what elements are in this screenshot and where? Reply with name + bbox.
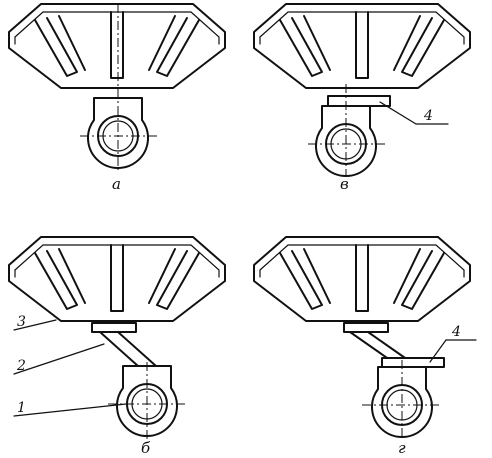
callout-1: 1 [17, 400, 26, 416]
panel-b: 3 2 1 б [8, 236, 226, 457]
panel-g: 4 г [253, 236, 477, 457]
fan-body [8, 3, 226, 89]
strut [99, 331, 157, 367]
mount-plate [343, 322, 389, 333]
caption-g: г [398, 439, 406, 457]
caption-v: в [340, 175, 349, 193]
mount-plate [91, 322, 137, 333]
caption-b: б [141, 439, 151, 457]
callout-4: 4 [451, 324, 461, 340]
callout-4: 4 [423, 108, 433, 124]
spacer-plate [381, 357, 445, 368]
callout-2: 2 [16, 358, 26, 374]
spacer-plate [327, 95, 391, 107]
strut [349, 331, 409, 361]
panel-a: а [8, 3, 226, 193]
fan-body [253, 3, 471, 89]
fan-body [8, 236, 226, 322]
leader-1 [13, 403, 127, 417]
leader-2 [13, 343, 105, 375]
leader-4 [429, 339, 447, 363]
leader-4 [379, 101, 417, 125]
panel-v: 4 в [253, 3, 471, 193]
leader-3 [13, 319, 57, 331]
fan-body [253, 236, 471, 322]
caption-a: а [112, 175, 121, 193]
callout-3: 3 [17, 314, 26, 330]
